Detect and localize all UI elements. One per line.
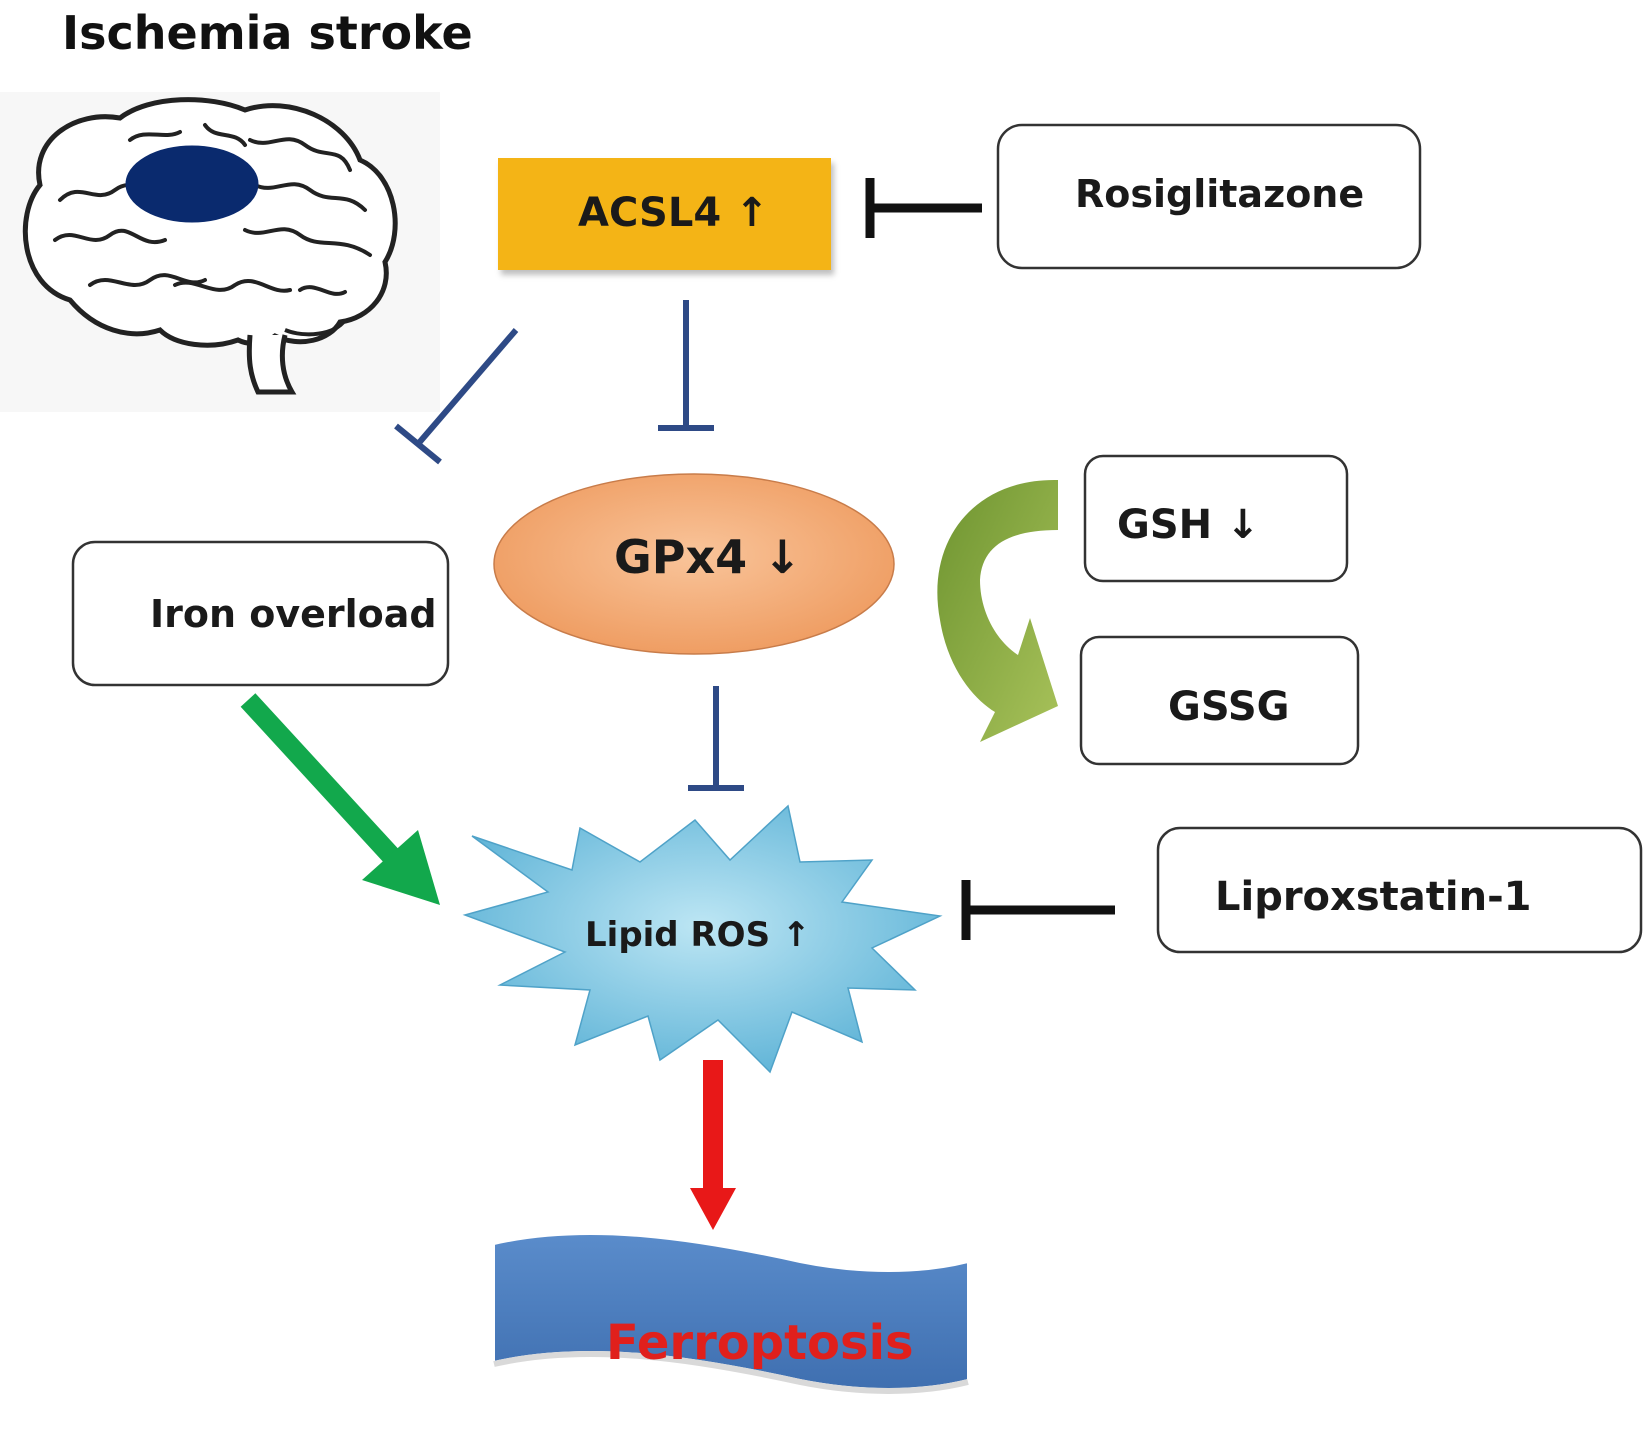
iron-overload-box (71, 540, 450, 687)
rosiglitazone-box (996, 123, 1422, 270)
green-curved-arrow (937, 479, 1058, 742)
gpx4-text: GPx4 (614, 530, 748, 584)
lipid-ros-trend-arrow: ↑ (781, 915, 811, 955)
acsl4-trend-arrow: ↑ (735, 190, 769, 236)
liproxstatin-box (1156, 826, 1643, 954)
liproxstatin-inhibition (961, 880, 1115, 940)
gsh-text: GSH (1117, 502, 1213, 548)
acsl4-gpx4-inhibition (658, 300, 714, 431)
acsl4-label: ACSL4 ↑ (578, 190, 769, 236)
iron-activation-arrow (240, 693, 440, 905)
gpx4-label: GPx4 ↓ (614, 530, 802, 584)
brain-outline (22, 97, 398, 348)
lipid-ros-starburst (462, 804, 943, 1074)
ischemic-lesion (125, 145, 259, 223)
acsl4-text: ACSL4 (578, 190, 722, 236)
brain-gyri (53, 123, 372, 296)
gpx4-ros-inhibition (688, 686, 744, 791)
gpx4-trend-arrow: ↓ (763, 530, 802, 584)
liproxstatin-label: Liproxstatin-1 (1215, 874, 1532, 920)
rosiglitazone-label: Rosiglitazone (1075, 172, 1365, 216)
cerebellum (284, 318, 347, 337)
brain-illustration (0, 92, 440, 412)
lipid-ros-text: Lipid ROS (585, 915, 771, 955)
lipid-ros-label: Lipid ROS ↑ (585, 915, 810, 955)
brain-stem (246, 334, 297, 395)
ros-ferroptosis-arrow (690, 1060, 736, 1230)
gsh-trend-arrow: ↓ (1226, 502, 1260, 548)
acsl4-box (498, 158, 831, 270)
diagram-title: Ischemia stroke (62, 6, 473, 60)
ferroptosis-label: Ferroptosis (606, 1315, 914, 1371)
gpx4-ellipse (493, 473, 895, 655)
gsh-label: GSH ↓ (1117, 502, 1260, 548)
acsl4-brain-inhibition (394, 328, 519, 465)
ferroptosis-banner-edge (493, 1351, 969, 1394)
acsl4-node (498, 158, 831, 270)
iron-overload-label: Iron overload (150, 592, 437, 636)
gssg-label: GSSG (1168, 684, 1290, 730)
rosiglitazone-inhibition (865, 178, 982, 238)
gsh-box (1083, 454, 1349, 583)
gssg-box (1079, 635, 1360, 766)
